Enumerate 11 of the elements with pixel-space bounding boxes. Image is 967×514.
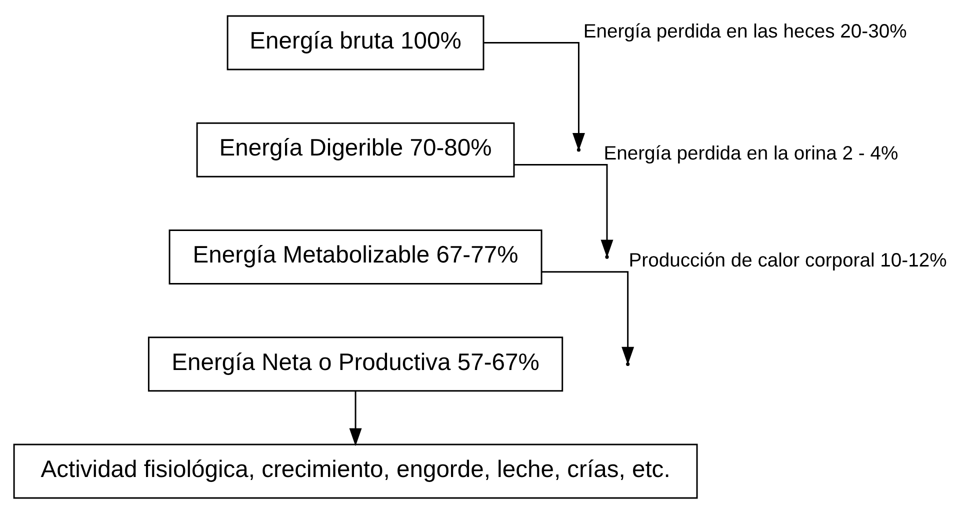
edge-label: Energía perdida en la orina 2 - 4% (604, 142, 898, 164)
arrow (542, 271, 634, 365)
node-box: Energía Neta o Productiva 57-67% (148, 336, 564, 392)
node-box: Energía bruta 100% (226, 15, 484, 70)
edge-label: Energía perdida en las heces 20-30% (583, 20, 907, 42)
edge-label: Producción de calor corporal 10-12% (628, 250, 947, 272)
node-box: Actividad fisiológica, crecimiento, engorde, leche, crías, etc. (13, 444, 698, 499)
arrow (349, 391, 362, 446)
arrow (514, 164, 614, 258)
node-box: Energía Metabolizable 67-77% (168, 229, 542, 285)
node-box: Energía Digerible 70-80% (196, 122, 515, 178)
